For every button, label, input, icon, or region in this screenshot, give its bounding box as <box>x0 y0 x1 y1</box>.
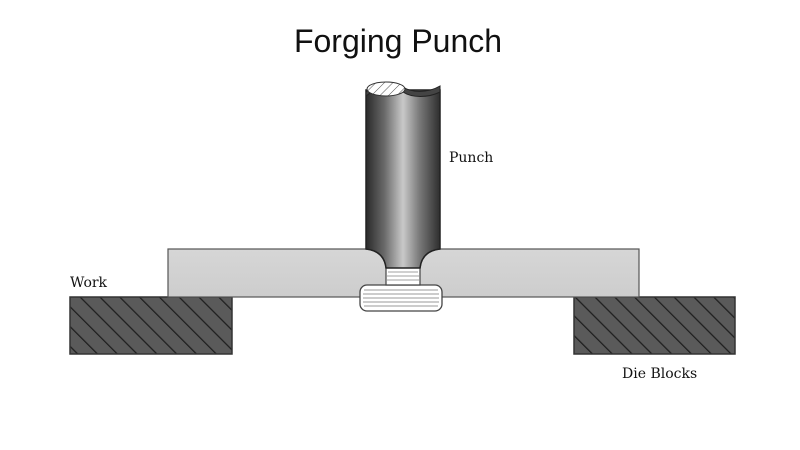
die-block-left <box>69 296 233 355</box>
work-bulge-striations <box>363 289 439 307</box>
work-label: Work <box>70 275 108 291</box>
punch-section-face <box>366 81 406 97</box>
punch-label: Punch <box>449 150 493 166</box>
die-block-right <box>573 296 736 355</box>
punch-body <box>365 89 441 269</box>
diagram-title: Forging Punch <box>294 23 502 59</box>
die-blocks-label: Die Blocks <box>622 366 697 382</box>
punch-neck-striations <box>387 271 419 281</box>
